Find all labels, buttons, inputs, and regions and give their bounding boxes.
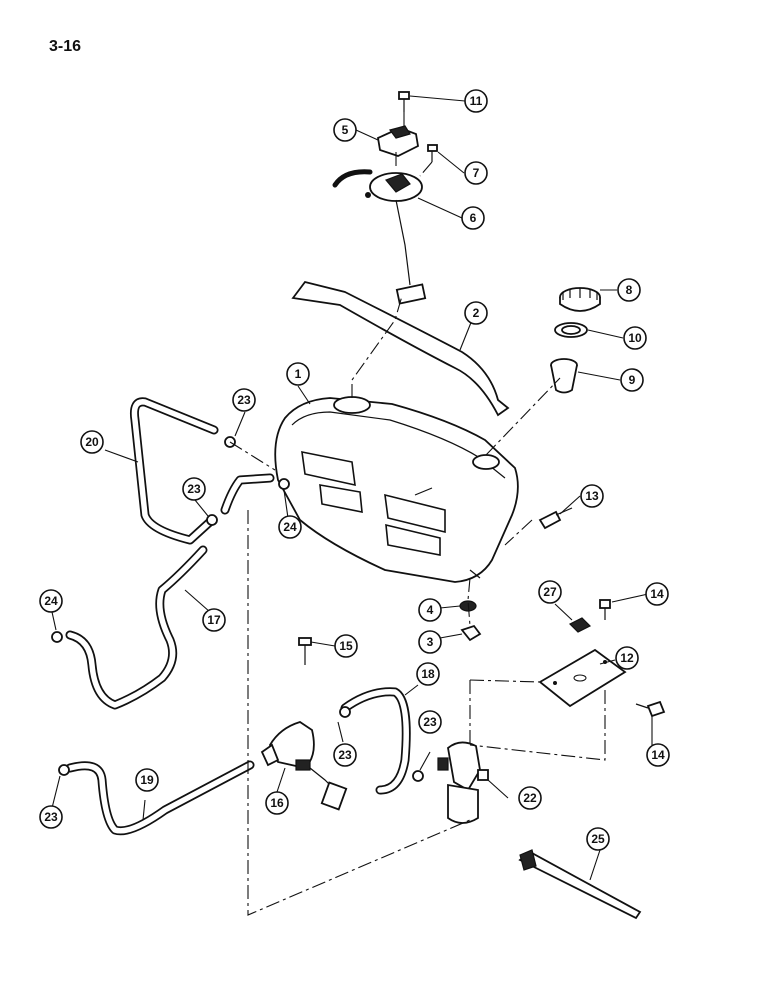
svg-text:10: 10 bbox=[628, 331, 642, 345]
svg-text:4: 4 bbox=[427, 603, 434, 617]
filler-strainer bbox=[550, 358, 578, 394]
svg-text:15: 15 bbox=[339, 639, 353, 653]
svg-text:25: 25 bbox=[591, 832, 605, 846]
fuel-pump bbox=[260, 721, 348, 811]
callout-23-b: 23 bbox=[182, 477, 206, 501]
callout-19: 19 bbox=[135, 768, 159, 792]
fuel-filter bbox=[437, 741, 489, 824]
svg-text:23: 23 bbox=[187, 482, 201, 496]
svg-text:24: 24 bbox=[283, 520, 297, 534]
callout-5: 5 bbox=[333, 118, 357, 142]
nut-3 bbox=[460, 624, 482, 642]
callout-12: 12 bbox=[615, 646, 639, 670]
sender-cover bbox=[376, 125, 419, 157]
svg-text:11: 11 bbox=[470, 94, 483, 108]
fuel-tank bbox=[274, 396, 519, 583]
hose-20 bbox=[130, 397, 219, 545]
svg-text:7: 7 bbox=[473, 166, 480, 180]
svg-text:2: 2 bbox=[473, 306, 480, 320]
page-number: 3-16 bbox=[49, 38, 82, 55]
bracket-12 bbox=[538, 648, 627, 708]
callout-9: 9 bbox=[620, 368, 644, 392]
callout-18: 18 bbox=[416, 662, 440, 686]
callout-24-a: 24 bbox=[278, 515, 302, 539]
bolt-15 bbox=[298, 637, 312, 665]
svg-text:23: 23 bbox=[237, 393, 251, 407]
callout-22: 22 bbox=[518, 786, 542, 810]
callout-8: 8 bbox=[617, 278, 641, 302]
callout-13: 13 bbox=[580, 484, 604, 508]
svg-text:9: 9 bbox=[629, 373, 636, 387]
callout-16: 16 bbox=[265, 791, 289, 815]
callout-10: 10 bbox=[623, 326, 647, 350]
svg-text:23: 23 bbox=[423, 715, 437, 729]
assembly-lines bbox=[229, 112, 606, 916]
hose-17 bbox=[65, 473, 275, 710]
cable-tie bbox=[518, 849, 642, 920]
callout-15: 15 bbox=[334, 634, 358, 658]
leader-lines bbox=[51, 95, 653, 881]
callout-23-c: 23 bbox=[333, 743, 357, 767]
callout-6: 6 bbox=[461, 206, 485, 230]
svg-text:13: 13 bbox=[585, 489, 599, 503]
svg-text:27: 27 bbox=[543, 585, 557, 599]
filler-cap bbox=[559, 287, 601, 312]
bolt-13 bbox=[538, 507, 573, 530]
callout-11: 11 bbox=[464, 89, 488, 113]
svg-text:23: 23 bbox=[44, 810, 58, 824]
svg-text:8: 8 bbox=[626, 283, 633, 297]
svg-text:14: 14 bbox=[651, 748, 665, 762]
callout-14-bottom: 14 bbox=[646, 743, 670, 767]
nut-27 bbox=[568, 617, 592, 633]
svg-text:17: 17 bbox=[207, 613, 221, 627]
svg-text:24: 24 bbox=[44, 594, 58, 608]
callout-23-a: 23 bbox=[232, 388, 256, 412]
callout-14-top: 14 bbox=[645, 582, 669, 606]
svg-text:16: 16 bbox=[270, 796, 284, 810]
svg-text:6: 6 bbox=[470, 211, 477, 225]
bolt-14-bottom bbox=[635, 700, 666, 718]
hose-19 bbox=[65, 760, 255, 836]
svg-text:22: 22 bbox=[523, 791, 537, 805]
callout-3: 3 bbox=[418, 630, 442, 654]
svg-text:19: 19 bbox=[140, 773, 154, 787]
callout-23-d: 23 bbox=[418, 710, 442, 734]
hose-18 bbox=[340, 687, 411, 795]
callout-2: 2 bbox=[464, 301, 488, 325]
bolt-14-top bbox=[599, 599, 611, 620]
callout-7: 7 bbox=[464, 161, 488, 185]
svg-text:3: 3 bbox=[427, 635, 434, 649]
callout-20: 20 bbox=[80, 430, 104, 454]
svg-text:14: 14 bbox=[650, 587, 664, 601]
callout-23-e: 23 bbox=[39, 805, 63, 829]
callout-25: 25 bbox=[586, 827, 610, 851]
screw-11 bbox=[398, 91, 410, 112]
callout-17: 17 bbox=[202, 608, 226, 632]
callout-24-b: 24 bbox=[39, 589, 63, 613]
callout-27: 27 bbox=[538, 580, 562, 604]
svg-text:5: 5 bbox=[342, 123, 349, 137]
sender-unit bbox=[332, 169, 427, 305]
svg-text:18: 18 bbox=[421, 667, 435, 681]
svg-text:1: 1 bbox=[295, 367, 302, 381]
tank-strap bbox=[291, 280, 510, 417]
screw-7 bbox=[427, 144, 438, 162]
svg-text:20: 20 bbox=[85, 435, 99, 449]
cap-gasket bbox=[554, 322, 588, 338]
hose-clamps bbox=[51, 436, 424, 782]
callout-4: 4 bbox=[418, 598, 442, 622]
svg-text:12: 12 bbox=[620, 651, 634, 665]
callout-1: 1 bbox=[286, 362, 310, 386]
svg-text:23: 23 bbox=[338, 748, 352, 762]
